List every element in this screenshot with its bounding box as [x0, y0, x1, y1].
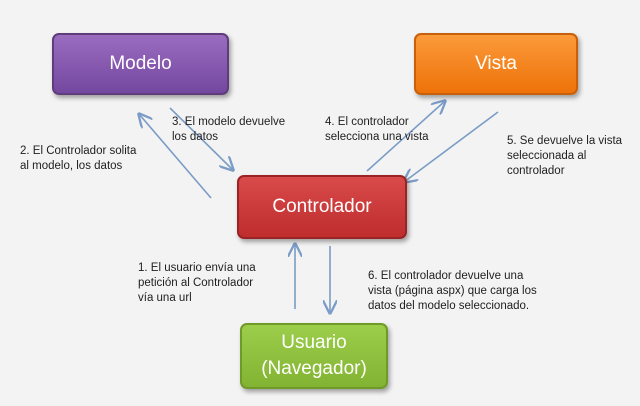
- user-label: Usuario: [281, 332, 347, 353]
- step-5-note: 5. Se devuelve la vista seleccionada al …: [507, 135, 623, 177]
- view-label: Vista: [475, 53, 517, 74]
- browser-label: (Navegador): [261, 358, 367, 379]
- model-label: Modelo: [109, 53, 172, 74]
- controller-label: Controlador: [272, 196, 372, 217]
- step-2-note: 2. El Controlador solita al modelo, los …: [20, 145, 137, 172]
- user-browser-node: Usuario (Navegador): [240, 323, 388, 389]
- arrow-model-to-controller: [169, 107, 233, 170]
- model-node: Modelo: [52, 33, 229, 95]
- view-node: Vista: [414, 33, 578, 95]
- step-3-note: 3. El modelo devuelve los datos: [172, 116, 286, 143]
- step-4-note: 4. El controlador selecciona una vista: [325, 116, 429, 143]
- step-1-note: 1. El usuario envía una petición al Cont…: [138, 262, 256, 304]
- step-6-note: 6. El controlador devuelve una vista (pá…: [368, 270, 537, 312]
- controller-node: Controlador: [237, 175, 407, 239]
- arrow-controller-to-view: [366, 101, 445, 172]
- arrow-view-to-controller: [404, 111, 499, 182]
- arrow-controller-to-model: [139, 114, 212, 199]
